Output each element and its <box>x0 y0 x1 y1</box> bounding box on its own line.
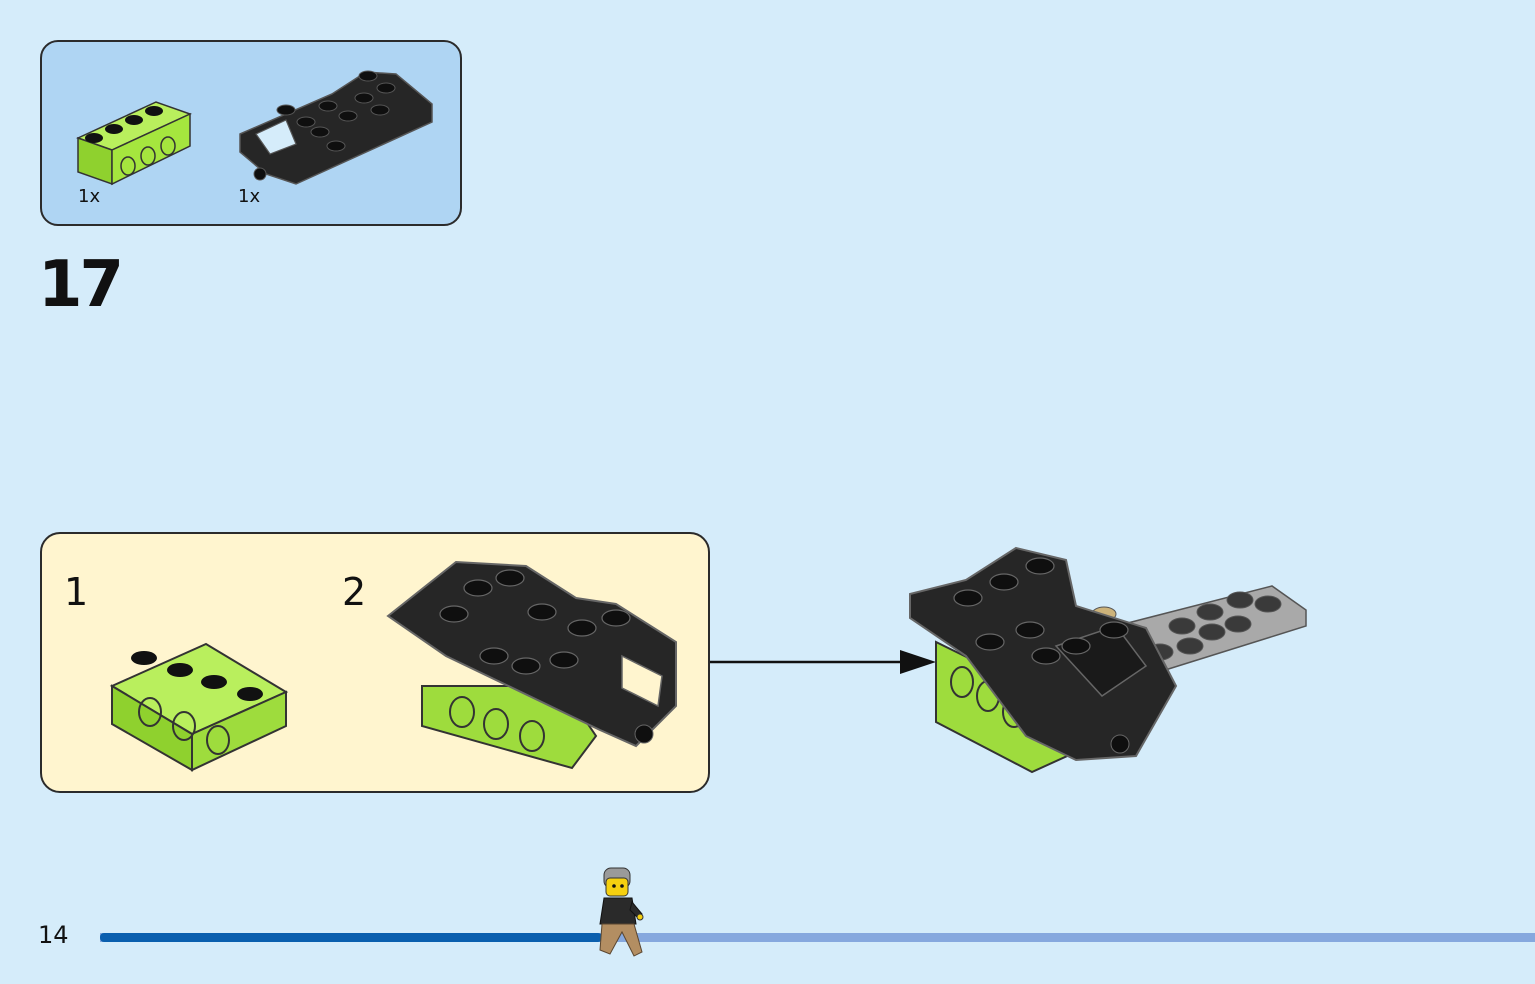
parts-list-box: 1x 1x <box>40 40 462 226</box>
cockpit-on-brick-illustration <box>386 560 677 770</box>
progress-bar <box>100 933 1535 942</box>
part-quantity: 1x <box>238 186 261 207</box>
substep-number: 1 <box>64 570 89 614</box>
lime-brick-illustration <box>109 642 289 772</box>
page-number: 14 <box>38 921 69 949</box>
black-cockpit-part-icon <box>239 70 433 185</box>
progress-remaining <box>100 933 1535 942</box>
substep-number: 2 <box>342 570 367 614</box>
arrow-right-icon <box>710 650 936 674</box>
subassembly-box: 1 2 <box>40 532 710 793</box>
assembled-model-illustration <box>909 546 1307 774</box>
part-quantity: 1x <box>78 186 101 207</box>
step-number: 17 <box>38 248 124 322</box>
progress-completed <box>100 933 602 942</box>
minifigure-progress-icon <box>599 867 644 957</box>
lime-brick-part-icon <box>76 101 192 186</box>
